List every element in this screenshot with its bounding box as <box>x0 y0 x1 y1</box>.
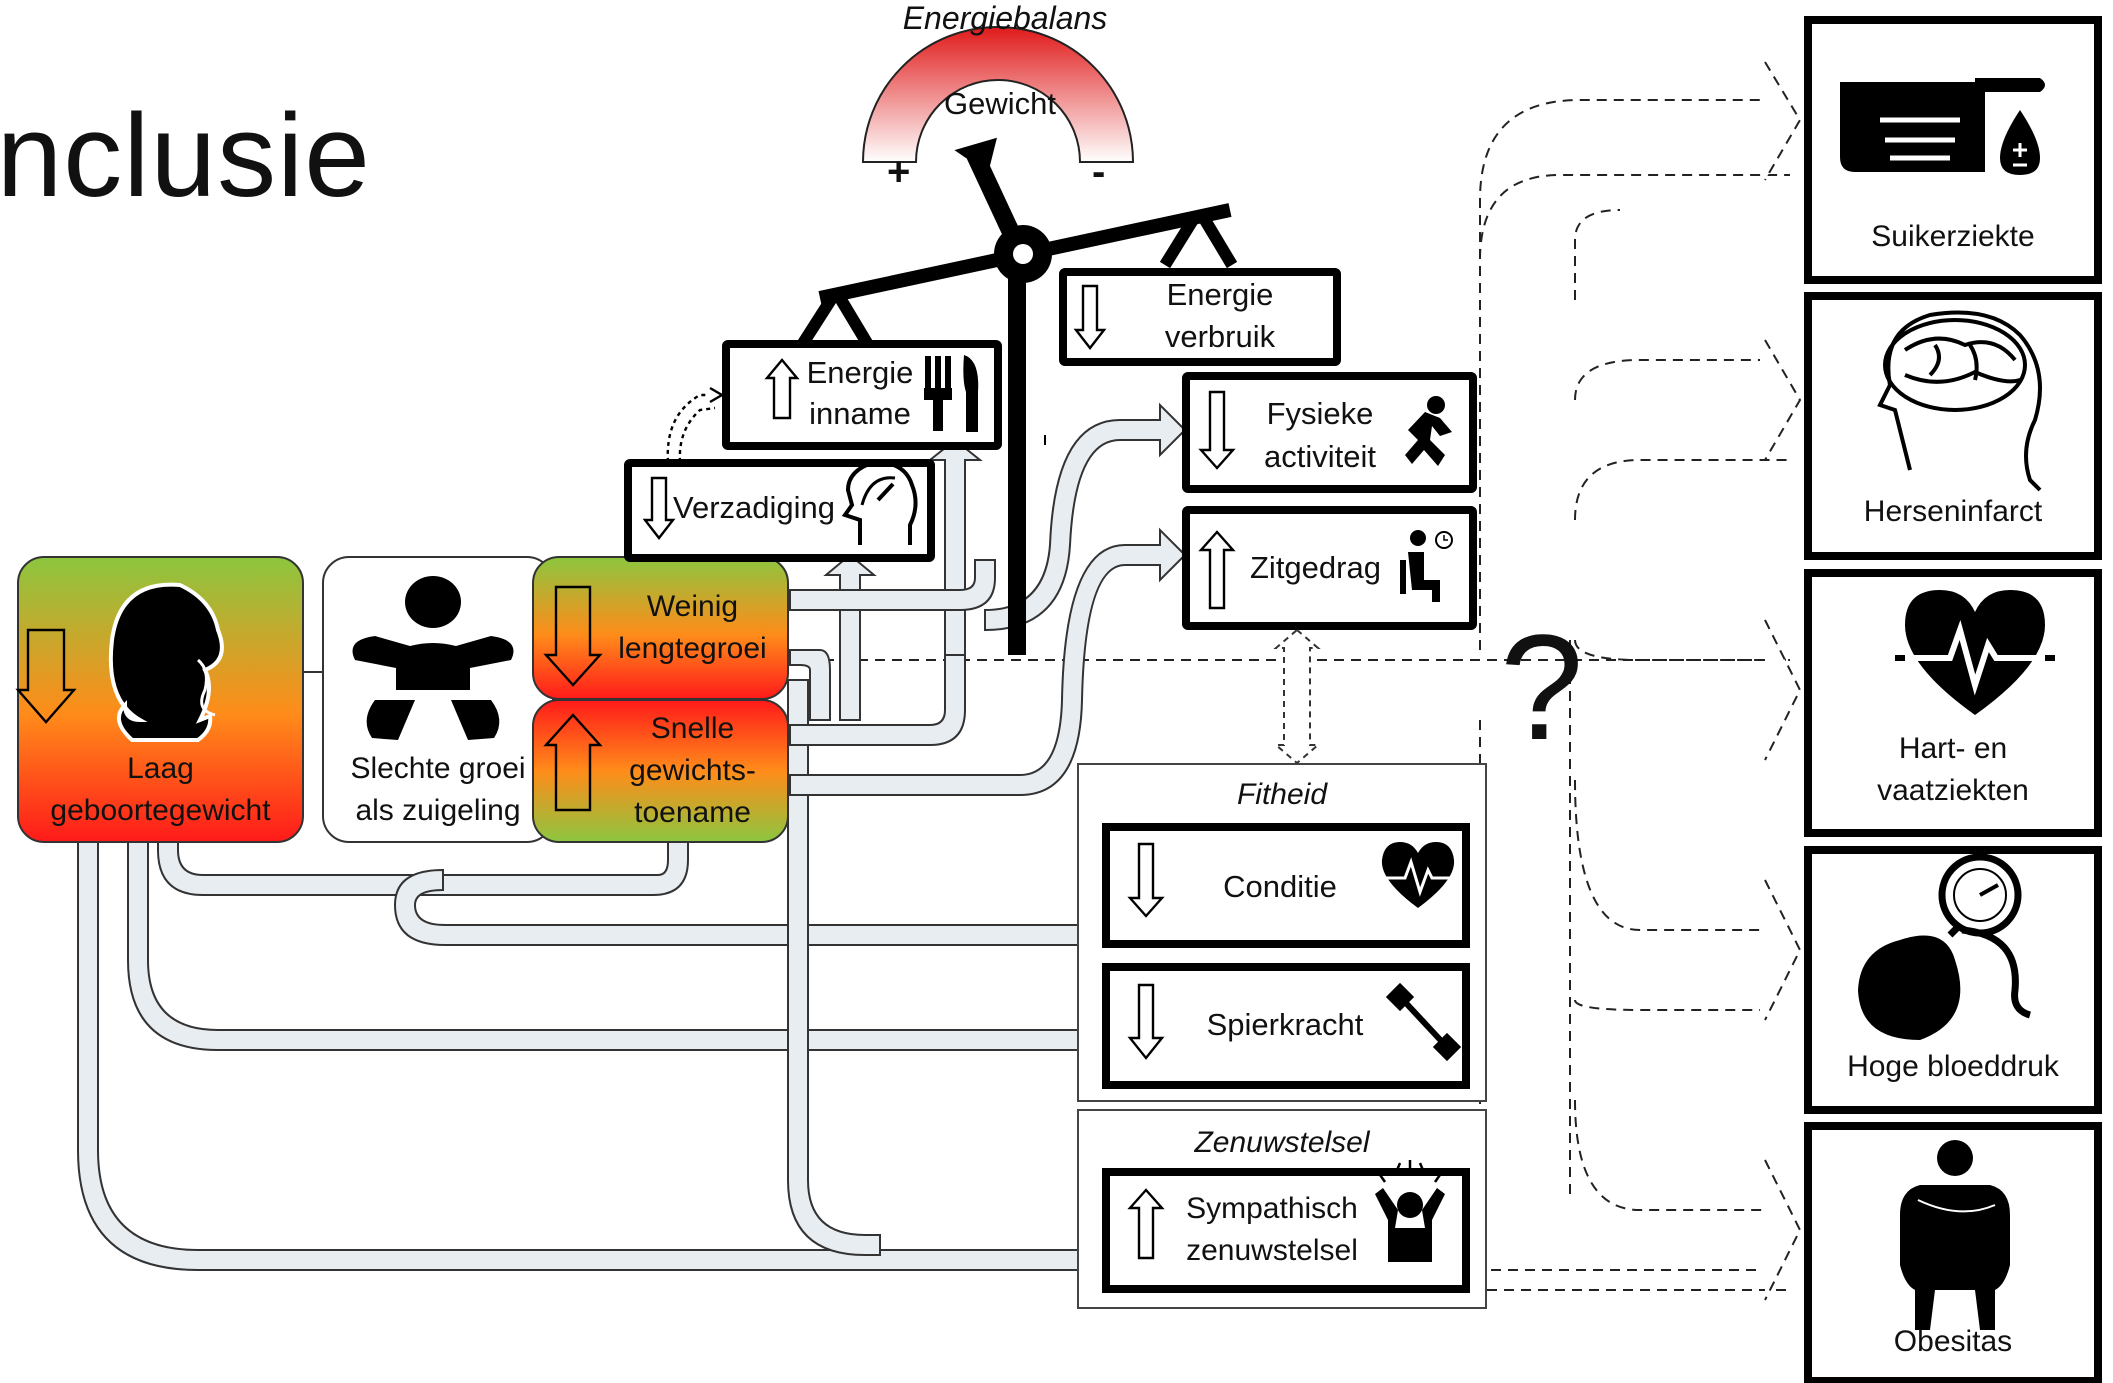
box-poor-growth <box>322 556 554 843</box>
satiety-label: Verzadiging <box>673 490 836 525</box>
heart-pulse-icon <box>1895 590 2055 715</box>
poor-growth-line1: Slechte groei <box>350 752 526 785</box>
low-birthweight-line2: geboortegewicht <box>50 794 271 827</box>
energy-balance-label: Energiebalans <box>902 0 1108 36</box>
balance-scale <box>794 26 1238 655</box>
dotted-link-2 <box>678 406 716 463</box>
box-sitting <box>1182 506 1477 630</box>
gauge-minus: - <box>1092 150 1106 194</box>
physical-activity-line2: activiteit <box>1264 439 1376 474</box>
poor-growth-line2: als zuigeling <box>355 794 521 827</box>
poor-growth-label: Slechte groei als zuigeling <box>323 748 553 832</box>
outcome-label-4: Hoge bloeddruk <box>1847 1050 2059 1083</box>
up-arrow-icon <box>1127 1188 1165 1260</box>
up-arrow-icon <box>1198 530 1236 610</box>
dashed-double-arrow <box>1273 628 1321 765</box>
fitness-title: Fitheid <box>1236 778 1328 811</box>
low-birthweight-line1: Laag <box>127 752 194 785</box>
outcome-label-2: Herseninfarct <box>1863 495 2043 528</box>
fast-weight-line1: Snelle <box>650 712 735 745</box>
gauge-plus: + <box>887 150 911 194</box>
down-arrow-icon <box>1198 390 1236 470</box>
down-arrow-icon <box>1073 284 1107 350</box>
little-height-label: Weinig lengtegroei <box>600 586 785 670</box>
sympathetic-line1: Sympathisch <box>1186 1192 1358 1225</box>
energy-use-label: Energie verbruik <box>1115 274 1325 358</box>
up-arrow-icon <box>764 358 800 420</box>
dotted-link <box>666 393 708 463</box>
baby-icon <box>352 576 514 740</box>
energy-use-line1: Energie <box>1166 277 1274 312</box>
box-energy-use <box>1059 268 1341 366</box>
dumbbell-icon <box>1385 982 1462 1062</box>
fork-knife-icon <box>924 355 979 432</box>
low-birthweight-label: Laag geboortegewicht <box>18 748 303 832</box>
question-mark: ? <box>1500 603 1584 771</box>
outcome-label-3: Hart- en vaatziekten <box>1808 728 2098 812</box>
fast-weight-line3: toename <box>634 796 751 829</box>
box-satiety <box>624 459 935 562</box>
up-arrow-icon <box>543 713 603 812</box>
obese-person-icon <box>1900 1140 2010 1330</box>
running-person-icon <box>1405 396 1452 466</box>
down-arrow-icon <box>1127 983 1165 1060</box>
heart-rate-icon <box>1380 842 1456 908</box>
brain-head-icon <box>1877 310 2042 492</box>
sitting-clock-icon <box>1400 530 1453 602</box>
little-height-line2: lengtegroei <box>618 632 767 665</box>
sitting-label: Zitgedrag <box>1250 550 1381 585</box>
dashed-arrowheads <box>1764 61 1802 1301</box>
energy-intake-label: Energie inname <box>795 352 925 434</box>
outcome-label-5: Obesitas <box>1893 1325 2013 1358</box>
strength-label: Spierkracht <box>1206 1007 1364 1042</box>
box-physical-activity <box>1182 372 1477 493</box>
energy-intake-line2: inname <box>809 396 911 431</box>
down-arrow-icon <box>543 585 603 687</box>
outcome-label-3-line1: Hart- en <box>1898 732 2008 765</box>
box-strength <box>1102 963 1470 1089</box>
fast-weight-label: Snelle gewichts- toename <box>600 708 785 834</box>
physical-activity-line1: Fysieke <box>1266 396 1374 431</box>
energy-intake-line1: Energie <box>806 355 914 390</box>
down-arrow-icon <box>1127 842 1165 918</box>
outcome-label-3-line2: vaatziekten <box>1877 774 2029 807</box>
down-arrow-icon <box>642 476 676 540</box>
diabetes-finger-icon <box>1840 78 2045 175</box>
outcome-label-1: Suikerziekte <box>1871 220 2035 253</box>
stressed-person-icon <box>1375 1160 1445 1262</box>
head-gauge-icon <box>841 459 918 545</box>
blood-pressure-icon <box>1858 853 2032 1040</box>
condition-label: Conditie <box>1223 869 1337 904</box>
sympathetic-label: Sympathisch zenuwstelsel <box>1172 1188 1372 1272</box>
gauge-label: Gewicht <box>944 86 1056 121</box>
little-height-line1: Weinig <box>646 590 739 623</box>
slide-title: onclusie <box>0 90 371 222</box>
down-arrow-icon <box>15 628 77 724</box>
nervous-title: Zenuwstelsel <box>1194 1126 1370 1159</box>
energy-use-line2: verbruik <box>1164 319 1276 354</box>
sympathetic-line2: zenuwstelsel <box>1186 1234 1358 1267</box>
fast-weight-line2: gewichts- <box>629 754 756 787</box>
physical-activity-label: Fysieke activiteit <box>1240 392 1400 478</box>
fetus-icon <box>108 582 224 742</box>
